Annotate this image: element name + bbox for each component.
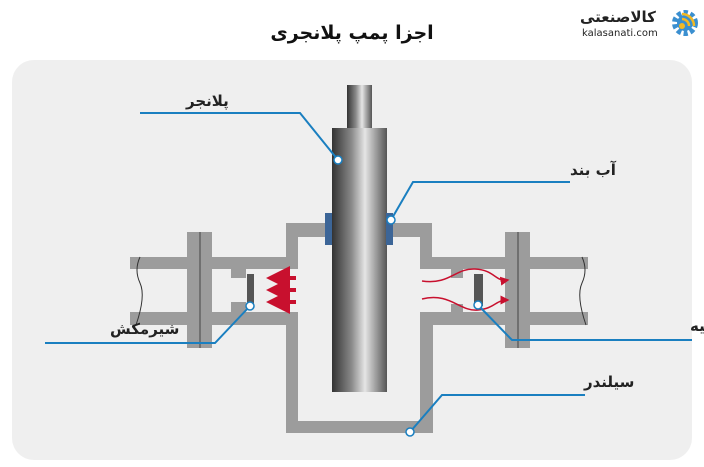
discharge-valve-plate	[474, 274, 483, 306]
gear-icon	[672, 10, 698, 36]
suction-flow-arrows	[266, 266, 296, 314]
plunger	[332, 128, 387, 392]
seal-right	[386, 213, 393, 245]
discharge-flow-arrows	[421, 268, 510, 311]
leader-lines	[45, 112, 692, 433]
logo-text: کالاصنعتی	[580, 8, 656, 26]
label-plunger: پلانجر	[185, 92, 229, 111]
cylinder-walls	[130, 223, 588, 433]
label-seal: آب بند	[570, 161, 617, 179]
logo: کالاصنعتی kalasanati.com	[580, 4, 700, 44]
label-cylinder: سیلندر	[583, 373, 634, 391]
label-suction-valve: شیرمکش	[110, 320, 179, 338]
logo-domain: kalasanati.com	[582, 28, 658, 39]
plunger-rod	[347, 85, 372, 129]
suction-valve-plate	[247, 274, 254, 306]
seal-left	[325, 213, 332, 245]
label-discharge-valve: شیرتخلیه	[690, 317, 704, 335]
page-title: اجزا پمپ پلانجری	[270, 22, 434, 44]
